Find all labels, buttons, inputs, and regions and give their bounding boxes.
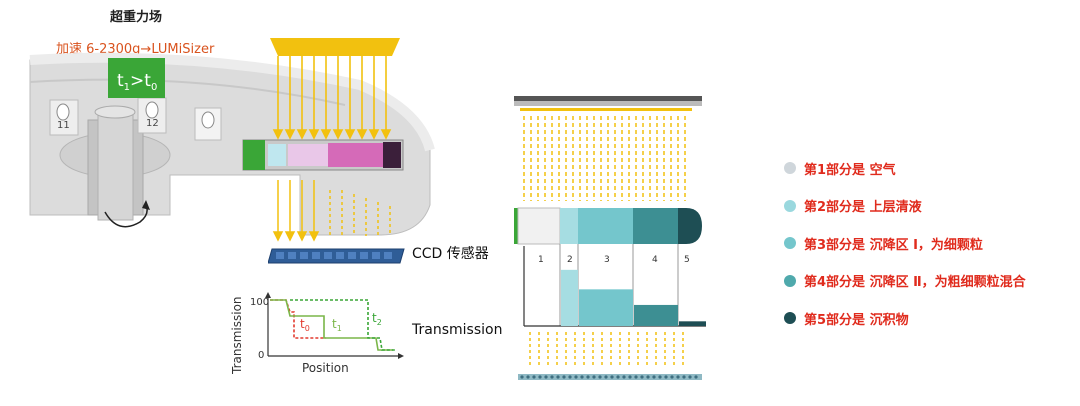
centrifuge-illustration: 11 12 t1>t0 <box>29 38 435 236</box>
ccd-sensor-label: CCD 传感器 <box>412 246 489 262</box>
legend-text-3: 第3部分是 沉降区 Ⅰ，为细颗粒 <box>804 237 983 253</box>
zone-number-4: 4 <box>652 255 658 265</box>
legend-dot-mixed-particles <box>784 274 796 287</box>
sensor-dot <box>616 375 620 379</box>
profile-bar-2 <box>561 269 578 326</box>
legend-dot-fine-particles <box>784 237 796 249</box>
cuvette-diagram: 1 2 3 4 5 <box>514 96 706 380</box>
legend-item-1: 第1部分是 空气 <box>784 158 1074 178</box>
legend-item-2: 第2部分是 上层清液 <box>784 196 1074 216</box>
sensor-dot <box>688 375 692 379</box>
legend: 第1部分是 空气 第2部分是 上层清液 第3部分是 沉降区 Ⅰ，为细颗粒 第4部… <box>784 158 1074 346</box>
ccd-sensor <box>268 248 405 264</box>
mini-chart-xlabel: Position <box>302 361 349 375</box>
sensor-dot <box>586 375 590 379</box>
transmission-label: Transmission <box>412 322 503 338</box>
sensor-dot <box>532 375 536 379</box>
sensor-dot <box>526 375 530 379</box>
sensor-dot <box>622 375 626 379</box>
legend-dot-air <box>784 162 796 174</box>
curve-label-t1: t <box>332 317 337 331</box>
time-t1: t <box>117 71 124 91</box>
svg-text:t2: t2 <box>372 311 382 327</box>
legend-text-2: 第2部分是 上层清液 <box>804 200 922 215</box>
zone-number-1: 1 <box>538 255 544 265</box>
sensor-dot <box>544 375 548 379</box>
legend-item-4: 第4部分是 沉降区 Ⅱ，为粗细颗粒混合 <box>784 271 1074 291</box>
sensor-dot <box>658 375 662 379</box>
light-source <box>270 38 400 56</box>
rotation-arrow-icon <box>142 200 150 210</box>
sensor-dot <box>550 375 554 379</box>
legend-text-5: 第5部分是 沉积物 <box>804 312 909 328</box>
sensor-dot <box>628 375 632 379</box>
sensor-dot <box>682 375 686 379</box>
zone-number-3: 3 <box>604 255 610 265</box>
sensor-dot <box>562 375 566 379</box>
sensor-dot <box>574 375 578 379</box>
sensor-dot <box>604 375 608 379</box>
mini-chart-y-top: 100 <box>250 297 269 308</box>
zone-number-2: 2 <box>567 255 573 265</box>
svg-text:t1>t0: t1>t0 <box>117 71 157 93</box>
legend-dot-sediment <box>784 312 796 324</box>
legend-dot-supernatant <box>784 199 796 212</box>
curve-label-t2: t <box>372 311 377 325</box>
profile-bar-3 <box>579 289 633 326</box>
incident-beams <box>272 56 392 140</box>
sensor-dot <box>592 375 596 379</box>
sensor-dot <box>646 375 650 379</box>
sensor-dot <box>664 375 668 379</box>
mini-transmission-chart: Transmission 100 0 t0 t1 t2 Position <box>230 292 404 375</box>
sensor-dot <box>676 375 680 379</box>
sensor-dot <box>652 375 656 379</box>
svg-text:t0: t0 <box>300 317 310 333</box>
sensor-dot <box>538 375 542 379</box>
sensor-dot <box>580 375 584 379</box>
sensor-dot <box>520 375 524 379</box>
mini-chart-ylabel: Transmission <box>230 296 244 375</box>
sensor-dot <box>634 375 638 379</box>
profile-bar-4 <box>634 304 678 326</box>
sensor-dot <box>598 375 602 379</box>
profile-bar-5 <box>679 321 706 326</box>
sensor-dot <box>556 375 560 379</box>
mini-chart-y-bottom: 0 <box>258 350 264 361</box>
curve-label-t0: t <box>300 317 305 331</box>
svg-text:t1: t1 <box>332 317 342 333</box>
sensor-dot <box>694 375 698 379</box>
sensor-dot <box>670 375 674 379</box>
tube-number-12: 12 <box>146 118 159 129</box>
page-title: 超重力场 <box>110 10 163 25</box>
transmitted-beams <box>272 180 391 242</box>
sensor-dot <box>568 375 572 379</box>
sensor-dot <box>640 375 644 379</box>
legend-text-1: 第1部分是 空气 <box>804 162 896 178</box>
legend-item-5: 第5部分是 沉积物 <box>784 308 1074 328</box>
tube-number-11: 11 <box>57 120 70 131</box>
legend-text-4: 第4部分是 沉降区 Ⅱ，为粗细颗粒混合 <box>804 275 1026 290</box>
sensor-dot <box>610 375 614 379</box>
zone-number-5: 5 <box>684 255 690 265</box>
cuvette-zones <box>514 207 702 245</box>
legend-item-3: 第3部分是 沉降区 Ⅰ，为细颗粒 <box>784 233 1074 253</box>
